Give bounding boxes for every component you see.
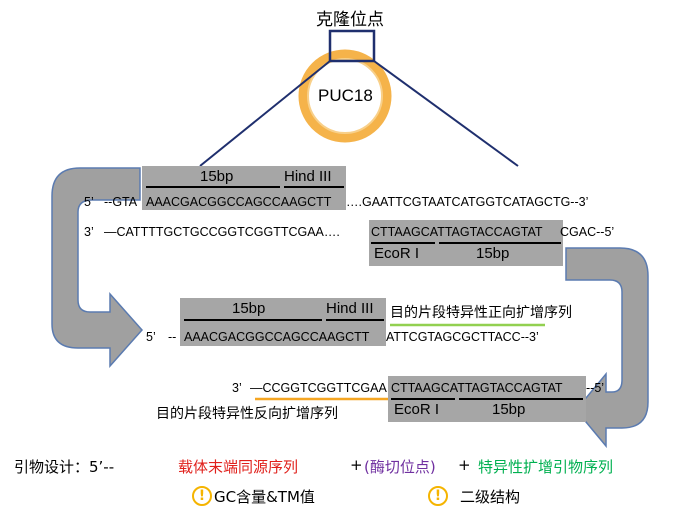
reverse-ecori-label: EcoR I [394,401,440,418]
bottom-strand-prefix: —CATTTTGCTGCCGGTCGGTTCGAA…. [104,225,340,239]
plasmid-label: PUC18 [318,86,373,105]
bottom-strand-suffix: CGAC--5’ [560,225,615,239]
forward-primer-highlight [180,298,386,346]
bottom-ecori-label: EcoR I [374,245,420,262]
top-strand-boxed: AAACGACGGCCAGCCAAGCTT [146,195,332,209]
bottom-15bp-underline [439,242,561,244]
top-15bp-underline [146,186,280,188]
left-curved-arrow [51,167,144,368]
zoom-line-left [199,60,331,167]
warning-icon-structure: ! [428,486,448,506]
plasmid-ring [298,49,392,143]
bottom-15bp-label: 15bp [476,245,510,262]
design-part-purple-plus: + [350,456,363,474]
forward-hindiii-underline [326,319,384,321]
reverse-primer-3prime: 3’ [232,381,242,395]
right-curved-arrow [565,247,649,449]
forward-hindiii-label: Hind III [326,300,374,317]
warning-icon-gc: ! [192,486,212,506]
reverse-ecori-underline [391,398,455,400]
design-label: 引物设计：5’-- [14,458,115,476]
reverse-primer-suffix: --5’ [586,381,605,395]
reverse-primer-prefix: —CCGGTCGGTTCGAA [250,381,387,395]
zoom-line-right [373,60,519,167]
bottom-strand-3prime: 3’ [84,225,94,239]
top-strand-suffix: ….GAATTCGTAATCATGGTCATAGCTG--3’ [346,195,589,209]
forward-15bp-label: 15bp [232,300,266,317]
forward-15bp-underline [184,319,322,321]
note-gc-tm: GC含量&TM值 [214,488,315,506]
top-strand-5prime: 5’ [84,195,94,209]
forward-primer-description: 目的片段特异性正向扩增序列 [390,305,572,321]
reverse-15bp-label: 15bp [492,401,526,418]
note-secondary-structure: 二级结构 [460,488,521,506]
design-part-purple: (酶切位点) [364,458,436,476]
cloning-site-label: 克隆位点 [316,10,384,30]
design-part-red: 载体末端同源序列 [178,458,299,476]
forward-primer-5prime: 5’ [146,330,156,344]
design-part-green-plus: + [458,456,471,474]
reverse-primer-boxed: CTTAAGCATTAGTACCAGTAT [391,381,563,395]
bottom-ecori-underline [371,242,435,244]
cloning-site-box [328,29,376,63]
plasmid-ring-inner [307,58,383,134]
top-15bp-label: 15bp [200,168,234,185]
bottom-strand-boxed: CTTAAGCATTAGTACCAGTAT [371,225,543,239]
design-part-green: 特异性扩增引物序列 [478,458,614,476]
reverse-primer-description: 目的片段特异性反向扩增序列 [156,406,338,422]
top-hindiii-underline [284,186,344,188]
forward-primer-prefix: -- [168,330,177,344]
reverse-15bp-underline [459,398,583,400]
forward-primer-boxed: AAACGACGGCCAGCCAAGCTT [184,330,370,344]
top-strand-prefix: --GTA [104,195,138,209]
top-strand-highlight [142,166,346,210]
top-hindiii-label: Hind III [284,168,332,185]
forward-primer-suffix: ATTCGTAGCGCTTACC--3’ [386,330,539,344]
